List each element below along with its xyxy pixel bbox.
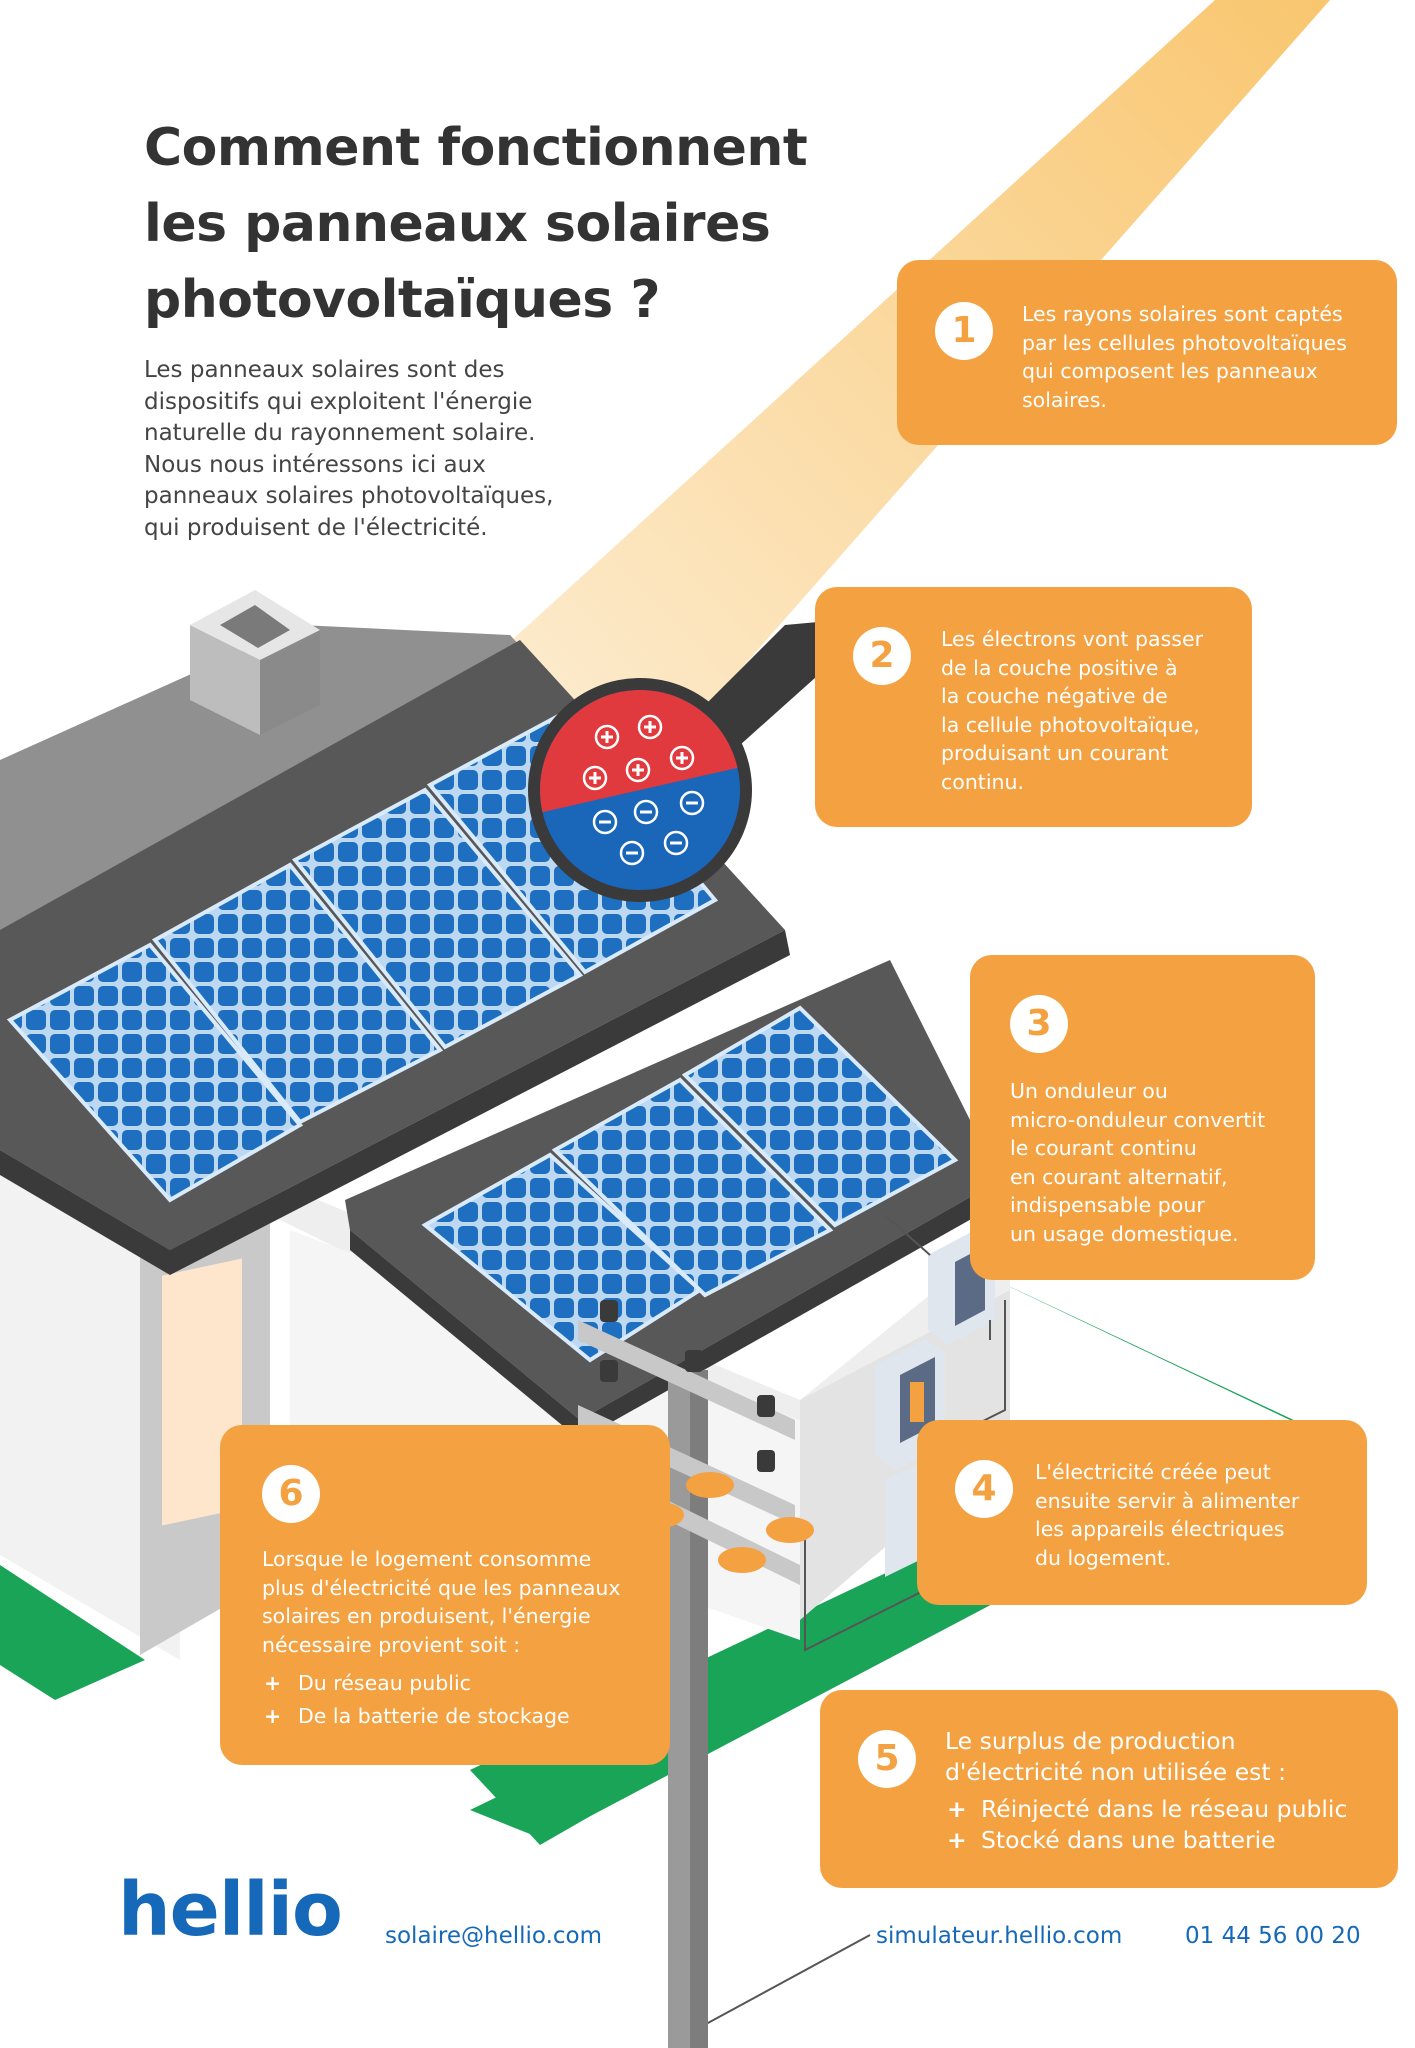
intro-line: panneaux solaires photovoltaïques, <box>144 483 554 509</box>
step-1-text: par les cellules photovoltaïques <box>1022 330 1347 355</box>
chimney-front <box>260 630 320 735</box>
step-1-card: 1 Les rayons solaires sont captés par le… <box>897 260 1397 445</box>
step-6-card: 6 Lorsque le logement consomme plus d'él… <box>220 1425 670 1765</box>
solar-panel <box>551 1077 834 1298</box>
magnifier <box>528 620 840 902</box>
solar-panel <box>291 787 584 1050</box>
step-5-text: d'électricité non utilisée est : <box>945 1758 1287 1786</box>
step-6-bullet: Du réseau public <box>262 1667 654 1700</box>
positive-charges-plus <box>589 721 688 784</box>
step-3-text: le courant continu <box>1010 1136 1197 1160</box>
step-5-bullet: Réinjecté dans le réseau public <box>945 1794 1378 1825</box>
step-3-text: indispensable pour <box>1010 1193 1205 1217</box>
step-1-text: Les rayons solaires sont captés <box>1022 302 1343 326</box>
step-6-text: Lorsque le logement consomme <box>262 1547 592 1571</box>
intro-line: Les panneaux solaires sont des <box>144 357 505 383</box>
step-5-card: 5 Le surplus de production d'électricité… <box>820 1690 1398 1888</box>
step-3-text: micro-onduleur convertit <box>1010 1107 1266 1132</box>
ground-wire <box>694 1934 871 2031</box>
step-4-text: du logement. <box>1035 1545 1172 1570</box>
step-1-number: 1 <box>935 302 993 360</box>
step-5-number: 5 <box>858 1730 916 1788</box>
phone-link[interactable]: 01 44 56 00 20 <box>1185 1923 1361 1949</box>
garage-roof-edge <box>350 1180 1005 1440</box>
step-6-text: plus d'électricité que les panneaux <box>262 1575 621 1600</box>
step-4-text: L'électricité créée peut <box>1035 1460 1271 1484</box>
step-6-text: solaires en produisent, l'énergie <box>262 1604 591 1628</box>
step-3-number: 3 <box>1010 995 1068 1053</box>
step-2-text: continu. <box>941 769 1025 794</box>
step-5-bullet: Stocké dans une batterie <box>945 1825 1378 1856</box>
title-line: Comment fonctionnent <box>144 118 808 178</box>
magnifier-handle <box>705 620 840 745</box>
step-5-text: Le surplus de production <box>945 1727 1236 1755</box>
step-3-card: 3 Un onduleur ou micro-onduleur converti… <box>970 955 1315 1280</box>
step-1-text: qui composent les panneaux <box>1022 359 1318 383</box>
step-2-text: produisant un courant <box>941 741 1169 765</box>
website-link[interactable]: simulateur.hellio.com <box>876 1923 1123 1949</box>
intro-line: qui produisent de l'électricité. <box>144 514 488 541</box>
intro-paragraph: Les panneaux solaires sont des dispositi… <box>144 355 614 544</box>
ground-strip <box>470 1545 1010 1845</box>
title-line: les panneaux solaires <box>144 194 771 254</box>
email-link[interactable]: solaire@hellio.com <box>385 1923 603 1949</box>
ground-left <box>0 1565 145 1700</box>
title-line: photovoltaïques ? <box>144 270 661 330</box>
chimney-side <box>190 625 260 735</box>
step-5-bullets: Réinjecté dans le réseau public Stocké d… <box>945 1794 1378 1856</box>
step-2-text: Les électrons vont passer <box>941 627 1204 651</box>
step-6-text: nécessaire provient soit : <box>262 1632 521 1657</box>
intro-line: Nous nous intéressons ici aux <box>144 451 486 478</box>
step-3-text: en courant alternatif, <box>1010 1164 1228 1189</box>
negative-charges <box>592 790 705 866</box>
solar-panel <box>6 942 304 1203</box>
step-2-text: la cellule photovoltaïque, <box>941 712 1200 737</box>
step-1-text: solaires. <box>1022 387 1107 412</box>
wires <box>804 1214 1036 1652</box>
step-4-text: les appareils électriques <box>1035 1517 1285 1541</box>
step-6-bullet: De la batterie de stockage <box>262 1700 654 1733</box>
solar-panel <box>151 862 444 1125</box>
step-2-text: de la couche positive à <box>941 655 1178 680</box>
chimney-hole <box>220 605 290 648</box>
step-4-number: 4 <box>955 1460 1013 1518</box>
step-6-bullets: Du réseau public De la batterie de stock… <box>262 1667 654 1733</box>
intro-line: dispositifs qui exploitent l'énergie <box>144 388 533 415</box>
step-4-card: 4 L'électricité créée peut ensuite servi… <box>917 1420 1367 1605</box>
garage-roof-panels <box>421 1005 959 1363</box>
step-3-text: un usage domestique. <box>1010 1221 1239 1246</box>
step-2-card: 2 Les électrons vont passer de la couche… <box>815 587 1252 827</box>
step-2-number: 2 <box>853 627 911 685</box>
intro-line: naturelle du rayonnement solaire. <box>144 420 536 446</box>
positive-charges <box>582 714 695 791</box>
solar-panel <box>681 1005 959 1228</box>
step-4-text: ensuite servir à alimenter <box>1035 1488 1300 1513</box>
step-6-number: 6 <box>262 1465 320 1523</box>
hellio-logo: hellio <box>118 1867 343 1953</box>
step-3-text: Un onduleur ou <box>1010 1079 1168 1103</box>
negative-charges-minus <box>599 801 698 855</box>
page-title: Comment fonctionnent les panneaux solair… <box>144 110 824 338</box>
step-2-text: la couche négative de <box>941 684 1168 708</box>
